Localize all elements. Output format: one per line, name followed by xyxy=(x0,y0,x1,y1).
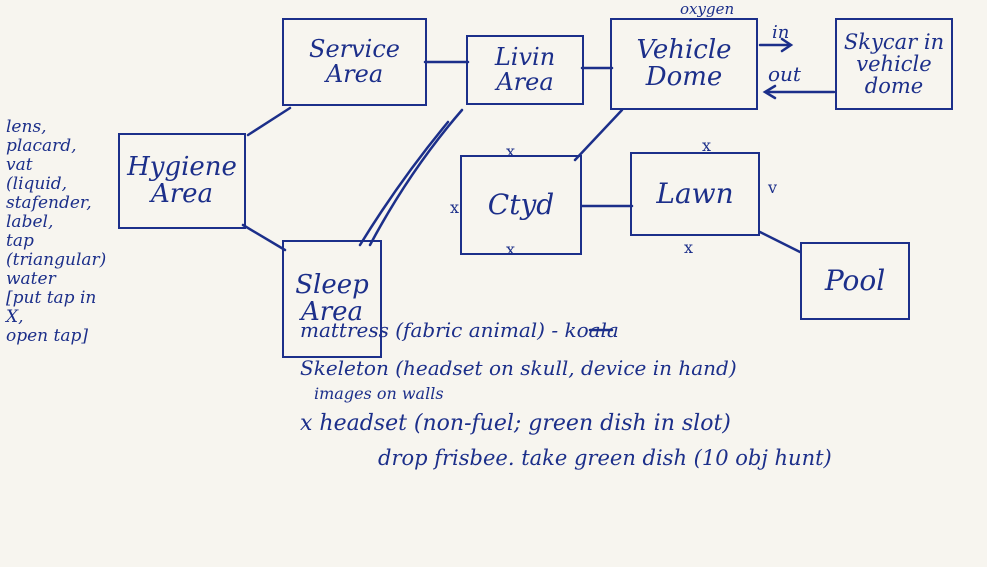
edge-lawn-pool xyxy=(758,230,802,254)
node-service-area: Service Area xyxy=(282,18,427,106)
node-sleep-area: Sleep Area xyxy=(282,240,382,358)
note-frisbee: drop frisbee. take green dish (10 obj hu… xyxy=(378,446,832,470)
label-in: in xyxy=(772,22,790,43)
mark-ctyd-top: x xyxy=(506,142,516,161)
mark-lawn-check: v xyxy=(768,178,778,197)
edge-hygiene-sleep xyxy=(241,223,287,252)
node-lawn: Lawn xyxy=(630,152,760,236)
note-skeleton: Skeleton (headset on skull, device in ha… xyxy=(300,356,737,380)
node-pool: Pool xyxy=(800,242,910,320)
node-vehicle-dome: Vehicle Dome xyxy=(610,18,758,110)
edge-vehicle-ctyd xyxy=(573,108,624,162)
node-hygiene-area: Hygiene Area xyxy=(118,133,246,229)
hygiene-notes: lens, placard, vat (liquid, stafender, l… xyxy=(6,117,107,347)
note-mattress: mattress (fabric animal) - koala xyxy=(300,318,619,342)
label-out: out xyxy=(768,62,801,86)
note-headset: x headset (non-fuel; green dish in slot) xyxy=(300,411,731,436)
mark-ctyd-bottom: x xyxy=(506,240,516,259)
edge-living-sleep xyxy=(368,108,464,247)
sleep-notes: mattress (fabric animal) - koala Skeleto… xyxy=(300,318,980,470)
edge-service-hygiene xyxy=(246,106,292,137)
note-images: images on walls xyxy=(314,384,444,403)
mark-lawn-top: x xyxy=(702,136,712,155)
node-courtyard: Ctyd xyxy=(460,155,582,255)
label-oxygen: oxygen xyxy=(680,0,735,18)
mark-ctyd-left: x xyxy=(450,198,460,217)
node-living-area: Livin Area xyxy=(466,35,584,105)
mark-lawn-bottom: x xyxy=(684,238,694,257)
node-skycar: Skycar in vehicle dome xyxy=(835,18,953,110)
